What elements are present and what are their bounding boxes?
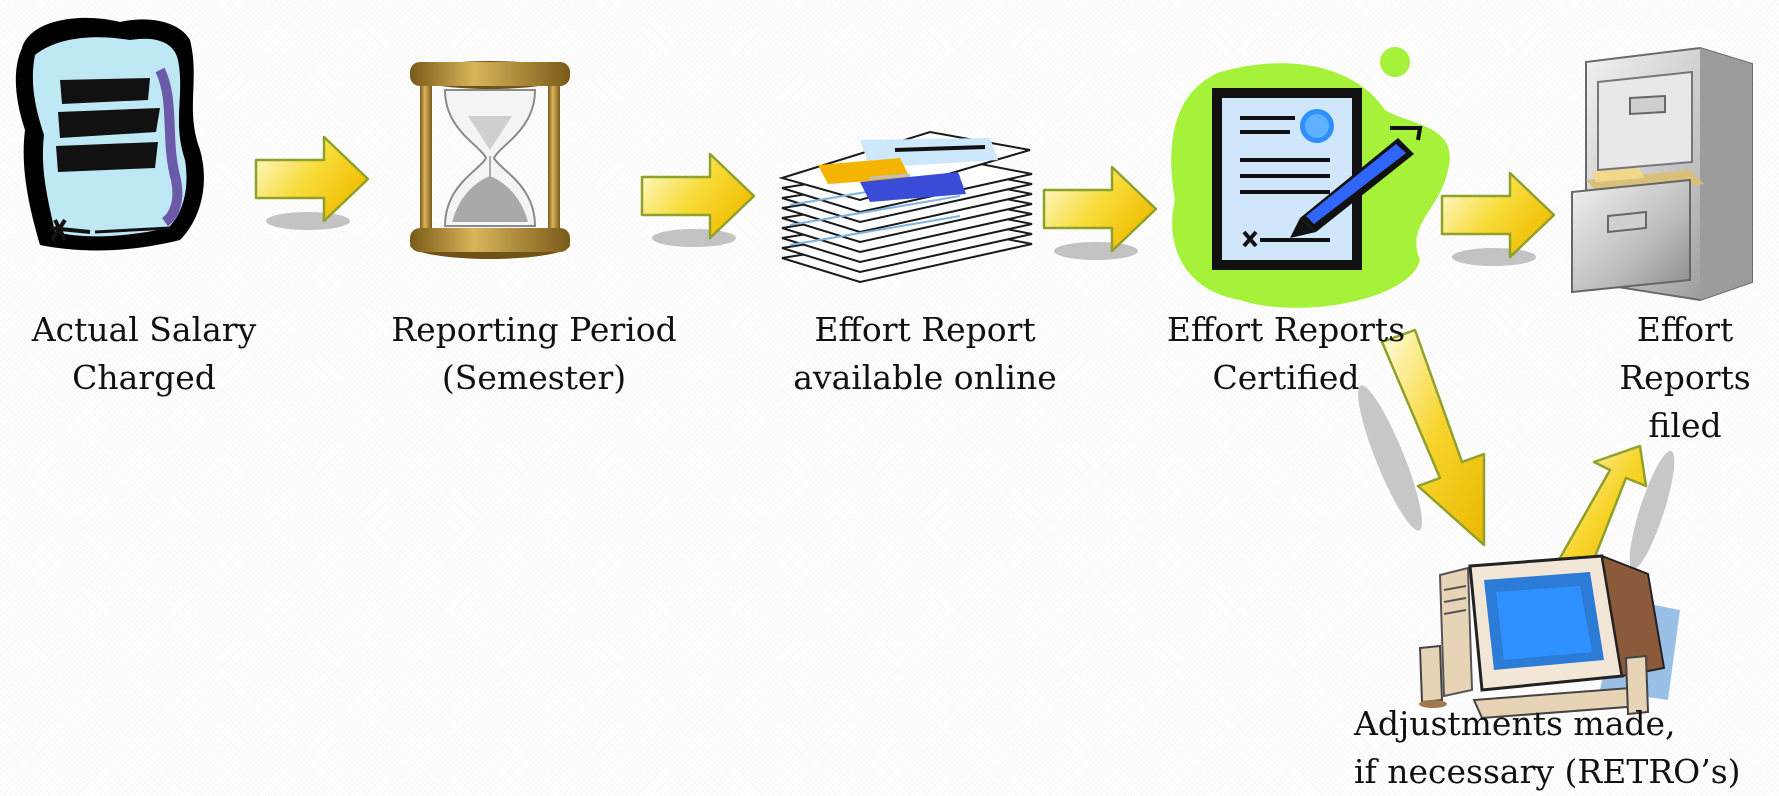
arrow-right-icon <box>254 135 370 232</box>
step-label-effort-report-online: Effort Report available online <box>793 310 1057 397</box>
scroll-icon <box>15 17 204 251</box>
hourglass-icon <box>410 61 570 259</box>
arrow-right-icon <box>640 152 756 249</box>
step-label-reporting-period: Reporting Period (Semester) <box>391 310 677 397</box>
filing-cabinet-icon <box>1571 46 1753 302</box>
arrow-right-icon <box>1042 165 1158 262</box>
branch-label-adjustments: Adjustments made, if necessary (RETRO’s) <box>1354 704 1741 791</box>
computer-icon <box>1418 554 1680 720</box>
step-label-actual-salary: Actual Salary Charged <box>31 310 257 397</box>
arrow-right-icon <box>1440 171 1556 268</box>
certificate-icon <box>1171 47 1450 308</box>
arrow-down-icon <box>1358 328 1486 547</box>
step-label-effort-reports-certified: Effort Reports Certified <box>1166 310 1406 397</box>
step-label-effort-reports-filed: Effort Reports filed <box>1619 310 1751 445</box>
document-stack-icon <box>778 130 1033 284</box>
